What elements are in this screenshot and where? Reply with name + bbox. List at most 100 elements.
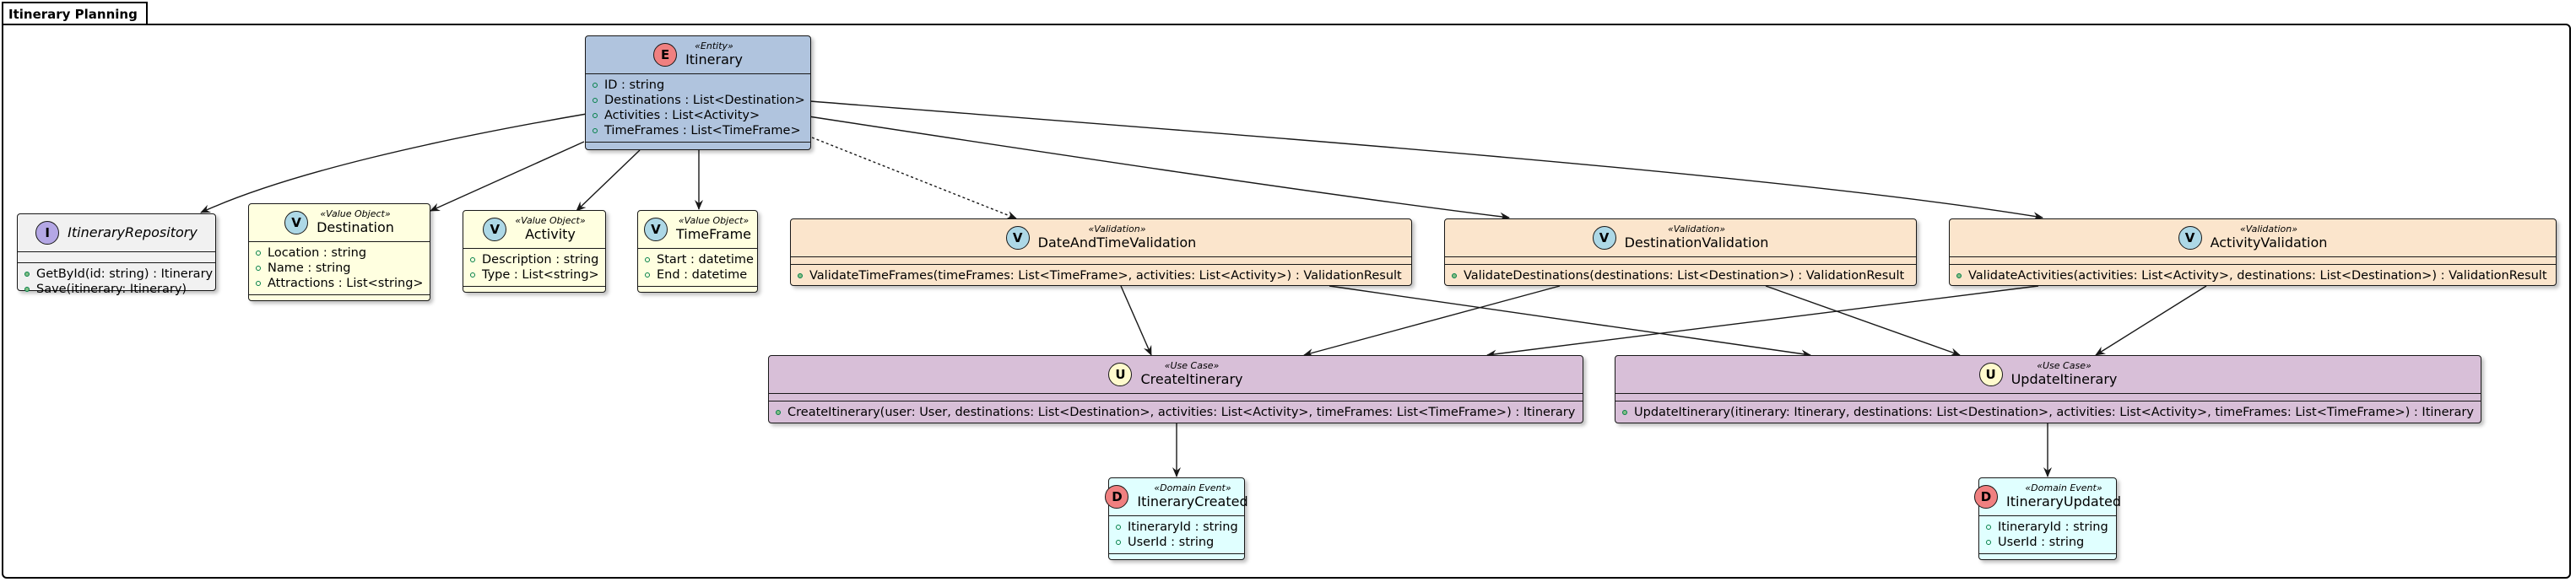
stereotype-label: «Value Object» (515, 215, 586, 227)
stereotype-label: «Use Case» (2037, 360, 2092, 372)
class-timeframe[interactable]: V «Value Object» TimeFrame Start : datet… (637, 210, 758, 293)
field-text: Attractions : List<string> (268, 277, 424, 290)
method-text: ValidateActivities(activities: List<Acti… (1968, 269, 2547, 283)
class-name: Activity (525, 226, 576, 243)
public-field-icon (1986, 540, 1991, 545)
field-row: Attractions : List<string> (256, 276, 424, 291)
class-header: D «Domain Event» ItineraryUpdated (1974, 478, 2121, 516)
methods-compartment (1109, 554, 1244, 568)
field-text: ItineraryId : string (1998, 520, 2108, 534)
method-text: ValidateTimeFrames(timeFrames: List<Time… (809, 269, 1402, 283)
method-row: GetById(id: string) : Itinerary (24, 267, 213, 282)
validation-icon: V (1005, 226, 1030, 250)
validation-icon: V (1592, 226, 1616, 250)
class-header: E «Entity» Itinerary (586, 36, 810, 74)
fields-compartment: ItineraryId : string UserId : string (1979, 516, 2116, 554)
edge-dateval-update (1329, 285, 1811, 358)
public-field-icon (593, 113, 598, 118)
field-row: Type : List<string> (470, 267, 599, 283)
public-method-icon (1622, 410, 1627, 415)
class-activity[interactable]: V «Value Object» Activity Description : … (463, 210, 606, 293)
edge-itinerary-destination (430, 141, 585, 212)
field-row: UserId : string (1116, 535, 1237, 550)
method-text: ValidateDestinations(destinations: List<… (1464, 269, 1905, 283)
fields-compartment: Start : datetime End : datetime (638, 249, 757, 287)
methods-compartment (638, 287, 757, 300)
public-method-icon (798, 273, 803, 278)
edge-dateval-create (1120, 285, 1152, 356)
interface-itinerary-repository[interactable]: I ItineraryRepository GetById(id: string… (17, 213, 216, 296)
stereotype-label: «Value Object» (320, 208, 391, 220)
field-text: Location : string (268, 246, 367, 260)
class-name: Itinerary (685, 51, 743, 68)
method-text: UpdateItinerary(itinerary: Itinerary, de… (1634, 406, 2474, 419)
class-activity-validation[interactable]: V «Validation» ActivityValidation Valida… (1949, 218, 2557, 286)
class-destination-validation[interactable]: V «Validation» DestinationValidation Val… (1444, 218, 1917, 286)
class-date-and-time-validation[interactable]: V «Validation» DateAndTimeValidation Val… (790, 218, 1412, 286)
fields-compartment: ID : string Destinations : List<Destinat… (586, 74, 810, 143)
public-field-icon (256, 251, 261, 256)
public-method-icon (24, 287, 30, 292)
field-text: Activities : List<Activity> (604, 109, 760, 122)
class-name: TimeFrame (675, 226, 751, 243)
field-row: TimeFrames : List<TimeFrame> (593, 123, 804, 138)
value-object-icon: V (483, 218, 507, 241)
public-field-icon (256, 266, 261, 271)
class-itinerary[interactable]: E «Entity» Itinerary ID : string Destina… (585, 35, 811, 150)
fields-compartment (1445, 257, 1916, 265)
class-name: ItineraryRepository (68, 224, 198, 240)
fields-compartment (18, 252, 215, 263)
field-text: ItineraryId : string (1128, 520, 1238, 534)
fields-compartment (791, 257, 1411, 265)
class-header: V «Validation» DestinationValidation (1445, 219, 1916, 257)
methods-compartment (586, 143, 810, 156)
stereotype-label: «Use Case» (1164, 360, 1220, 372)
edge-itinerary-repository (200, 113, 587, 213)
methods-compartment: ValidateActivities(activities: List<Acti… (1950, 265, 2556, 287)
interface-icon: I (35, 221, 60, 245)
edge-itinerary-destval (808, 116, 1510, 221)
field-row: Description : string (470, 252, 598, 267)
stereotype-label: «Validation» (1667, 224, 1726, 235)
class-name: UpdateItinerary (2010, 371, 2118, 388)
field-text: Destinations : List<Destination> (604, 94, 805, 107)
class-header: V «Validation» ActivityValidation (1950, 219, 2556, 257)
methods-compartment: ValidateTimeFrames(timeFrames: List<Time… (791, 265, 1411, 287)
method-row: ValidateActivities(activities: List<Acti… (1956, 268, 2549, 283)
fields-compartment: Location : string Name : string Attracti… (249, 242, 430, 295)
stereotype-label: «Domain Event» (1154, 482, 1231, 494)
public-field-icon (470, 272, 475, 278)
stereotype-label: «Entity» (695, 40, 733, 52)
class-destination[interactable]: V «Value Object» Destination Location : … (248, 203, 430, 301)
validation-icon: V (2178, 226, 2202, 250)
public-field-icon (593, 128, 598, 133)
class-update-itinerary[interactable]: U «Use Case» UpdateItinerary UpdateItine… (1615, 355, 2481, 423)
method-row: ValidateTimeFrames(timeFrames: List<Time… (798, 268, 1404, 283)
public-method-icon (776, 410, 781, 415)
class-header: D «Domain Event» ItineraryCreated (1105, 478, 1248, 516)
class-name: ActivityValidation (2210, 234, 2328, 251)
value-object-icon: V (284, 211, 309, 234)
edge-actval-create (1486, 285, 2039, 358)
fields-compartment (1950, 257, 2556, 265)
public-field-icon (1116, 540, 1121, 545)
class-name: DestinationValidation (1624, 234, 1769, 251)
stereotype-label: «Validation» (1088, 224, 1146, 235)
edge-itinerary-dateval (811, 137, 1017, 219)
field-text: End : datetime (657, 268, 748, 282)
field-text: UserId : string (1998, 536, 2085, 549)
fields-compartment: Description : string Type : List<string> (463, 249, 605, 287)
method-row: ValidateDestinations(destinations: List<… (1452, 268, 1909, 283)
method-row: Save(itinerary: Itinerary) (24, 282, 208, 297)
field-text: Description : string (482, 253, 599, 267)
public-field-icon (645, 272, 650, 278)
method-text: CreateItinerary(user: User, destinations… (787, 406, 1576, 419)
use-case-icon: U (1108, 363, 1133, 386)
class-itinerary-created[interactable]: D «Domain Event» ItineraryCreated Itiner… (1105, 477, 1248, 560)
class-itinerary-updated[interactable]: D «Domain Event» ItineraryUpdated Itiner… (1974, 477, 2121, 560)
field-text: ID : string (604, 78, 665, 92)
class-create-itinerary[interactable]: U «Use Case» CreateItinerary CreateItine… (768, 355, 1583, 423)
method-text: GetById(id: string) : Itinerary (36, 267, 214, 281)
